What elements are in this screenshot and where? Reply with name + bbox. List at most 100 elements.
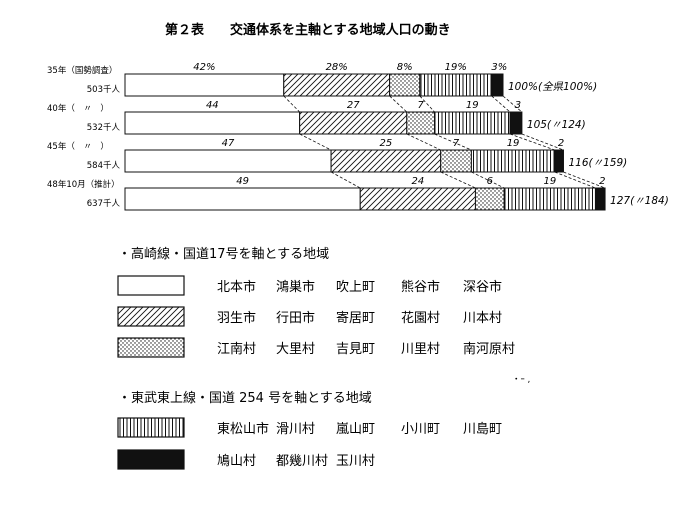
value-label: 8%: [397, 62, 413, 73]
row-pop-label: 637千人: [87, 198, 121, 209]
value-label: 7: [418, 100, 425, 111]
legend-city: 東松山市: [217, 421, 269, 437]
connector-line: [330, 171, 361, 189]
legend-group-1-title: ・高崎線・国道17号を軸とする地域: [118, 246, 329, 262]
value-label: 7: [453, 138, 460, 149]
value-label: 19%: [445, 62, 467, 73]
total-index-label: 100%(全県100%): [508, 81, 597, 93]
connector-line: [406, 133, 441, 151]
bar-segment-dots: [406, 111, 436, 135]
legend-city: 川島町: [463, 422, 502, 437]
connector-line: [521, 133, 564, 151]
value-label: 19: [543, 176, 556, 187]
bar-segment-vertical: [434, 111, 511, 135]
connector-line: [440, 171, 476, 189]
legend-city: 滑川村: [276, 422, 315, 437]
value-label: 47: [222, 138, 235, 149]
row-year-label: 45年（ 〃 ）: [47, 141, 109, 152]
legend: 北本市鴻巣市吹上町熊谷市深谷市羽生市行田市寄居町花園村川本村江南村大里村吉見町川…: [117, 275, 515, 470]
connector-line: [389, 95, 408, 113]
legend-city: 寄居町: [336, 310, 375, 326]
legend-mark: ・ｰ ‚: [512, 375, 530, 385]
bar-segment-vertical: [419, 73, 493, 97]
connectors-layer: [283, 95, 606, 189]
bar-segment-black: [491, 73, 504, 97]
value-label: 28%: [326, 62, 348, 73]
connector-line: [502, 95, 523, 113]
row-year-label: 35年（国勢調査）: [47, 65, 117, 76]
legend-city: 吹上町: [336, 280, 375, 295]
legend-city: 川本村: [463, 311, 502, 326]
bar-segment-white: [124, 73, 285, 97]
total-index-label: 127(〃184): [610, 195, 669, 207]
value-label: 25: [380, 138, 393, 149]
legend-swatch-vertical: [117, 417, 185, 438]
total-index-label: 116(〃159): [568, 157, 627, 169]
value-label: 49: [236, 176, 249, 187]
legend-city: 嵐山町: [336, 422, 375, 437]
legend-city: 大里村: [276, 342, 315, 357]
value-label: 2: [599, 176, 605, 187]
legend-city: 行田市: [276, 310, 315, 326]
bar-segment-dots: [389, 73, 421, 97]
value-label: 27: [347, 100, 360, 111]
legend-swatch-dots: [117, 337, 185, 358]
connector-line: [419, 95, 435, 113]
bar-segment-diagonal: [330, 149, 442, 173]
legend-city: 小川町: [401, 422, 440, 437]
value-label: 19: [466, 100, 479, 111]
chart-title: 第２表 交通体系を主軸とする地域人口の動き: [165, 22, 451, 38]
labels-layer: 35年（国勢調査） 503千人 42% 28% 8% 19% 3%100%(全県100%) 4…: [47, 62, 669, 209]
bar-segment-diagonal: [283, 73, 391, 97]
legend-city: 花園村: [401, 310, 440, 326]
bars-layer: [124, 73, 606, 211]
bar-segment-white: [124, 187, 361, 211]
value-label: 6: [487, 176, 493, 187]
legend-city: 羽生市: [217, 310, 256, 326]
legend-city: 吉見町: [336, 342, 375, 357]
legend-city: 玉川村: [336, 454, 375, 469]
legend-city: 北本市: [217, 279, 256, 295]
legend-city: 都幾川村: [276, 454, 328, 469]
legend-city: 江南村: [217, 341, 256, 357]
value-label: 3%: [491, 62, 507, 73]
value-label: 2: [558, 138, 564, 149]
legend-city: 南河原村: [463, 341, 515, 357]
bar-segment-diagonal: [359, 187, 476, 211]
bar-segment-vertical: [503, 187, 596, 211]
connector-line: [299, 133, 332, 151]
legend-swatch-white: [117, 275, 185, 296]
legend-city: 深谷市: [463, 279, 502, 295]
connector-line: [283, 95, 300, 113]
legend-city: 熊谷市: [401, 279, 440, 295]
value-label: 42%: [193, 62, 215, 73]
legend-city: 鴻巣市: [276, 279, 315, 295]
bar-segment-white: [124, 111, 301, 135]
legend-swatch-black: [117, 449, 185, 470]
connector-line: [491, 95, 511, 113]
connector-line: [471, 171, 505, 189]
value-label: 24: [411, 176, 424, 187]
bar-segment-black: [509, 111, 523, 135]
value-label: 19: [507, 138, 520, 149]
row-year-label: 40年（ 〃 ）: [47, 103, 109, 114]
connector-line: [563, 171, 606, 189]
value-label: 44: [206, 100, 219, 111]
total-index-label: 105(〃124): [527, 119, 586, 131]
row-pop-label: 584千人: [87, 160, 121, 171]
bar-segment-black: [554, 149, 564, 173]
row-year-label: 48年10月（推計）: [47, 179, 120, 190]
legend-swatch-diagonal: [117, 306, 185, 327]
connector-line: [509, 133, 555, 151]
connector-line: [554, 171, 596, 189]
row-pop-label: 503千人: [87, 84, 121, 95]
bar-segment-white: [124, 149, 332, 173]
bar-segment-black: [594, 187, 606, 211]
legend-city: 鳩山村: [217, 454, 256, 469]
legend-city: 川里村: [401, 342, 440, 357]
bar-segment-dots: [474, 187, 505, 211]
bar-segment-dots: [440, 149, 472, 173]
row-pop-label: 532千人: [87, 122, 121, 133]
connector-line: [434, 133, 472, 151]
